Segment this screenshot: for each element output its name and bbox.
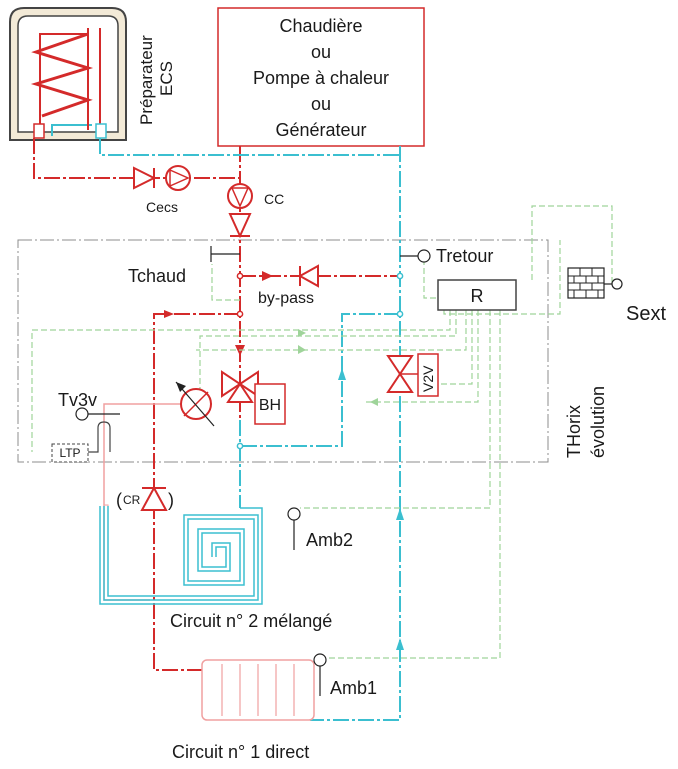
cc-label: CC (264, 191, 284, 207)
tv3v-label: Tv3v (58, 390, 97, 410)
generator-line3: Pompe à chaleur (253, 68, 389, 88)
ltp-thermostat (51, 421, 111, 463)
bh-box (254, 383, 286, 425)
cr-label: CR (123, 493, 141, 507)
tv3v-sensor (75, 407, 120, 421)
flow-arrow-icon (164, 310, 174, 318)
three-way-valve (221, 370, 259, 403)
regulator-box (437, 279, 517, 311)
cecs-label: Cecs (146, 199, 178, 215)
flow-arrow-icon (338, 368, 346, 380)
v2v-valve (386, 353, 439, 397)
generator-line1: Chaudière (279, 16, 362, 36)
tretour-label: Tretour (436, 246, 493, 266)
sext-outdoor-sensor (567, 267, 623, 299)
bh-label: BH (259, 397, 281, 414)
v2v-label: V2V (420, 365, 436, 392)
mixing-motor (175, 381, 215, 427)
junction-icon (236, 272, 244, 280)
bypass-check-valve (297, 264, 319, 288)
circuit1-label: Circuit n° 1 direct (172, 742, 309, 762)
flow-arrow-icon (396, 638, 404, 650)
flow-arrow-icon (396, 508, 404, 520)
tchaud-label: Tchaud (128, 266, 186, 286)
junction-icon (396, 310, 404, 318)
amb1-sensor (313, 653, 327, 696)
tank-label-line1: Préparateur (137, 35, 156, 125)
amb2-sensor (287, 507, 301, 550)
radiator (201, 659, 315, 721)
sext-label: Sext (626, 303, 666, 325)
signal-arrow-icon (298, 329, 306, 337)
regulator-label: R (471, 286, 484, 306)
ltp-label: LTP (59, 446, 80, 460)
generator-line4: ou (311, 94, 331, 114)
amb2-label: Amb2 (306, 530, 353, 550)
junction-icon (396, 272, 404, 280)
floor-heating-coil (99, 506, 263, 605)
generator-line5: Générateur (275, 120, 366, 140)
tchaud-sensor (210, 246, 240, 262)
signal-arrow-icon (298, 345, 306, 354)
amb1-label: Amb1 (330, 678, 377, 698)
tretour-sensor (400, 249, 431, 263)
cold-return-pipes (99, 138, 401, 721)
tank-label-line2: ECS (157, 61, 176, 96)
control-wiring (31, 205, 613, 659)
cecs-pump (133, 165, 191, 191)
cr-paren-open: ( (116, 490, 122, 510)
junction-icon (236, 310, 244, 318)
flow-arrow-icon (262, 271, 273, 281)
thorix-label-line2: évolution (588, 386, 608, 458)
cc-pump (227, 183, 253, 239)
ecs-tank (9, 7, 127, 141)
cr-paren-close: ) (168, 490, 174, 510)
bypass-label: by-pass (258, 290, 314, 307)
circuit2-label: Circuit n° 2 mélangé (170, 611, 332, 631)
generator-box (217, 7, 425, 147)
thorix-boundary (17, 239, 549, 463)
signal-arrow-icon (370, 398, 378, 406)
thorix-label-line1: THorix (564, 405, 584, 458)
generator-line2: ou (311, 42, 331, 62)
cr-check-valve (140, 485, 168, 511)
junction-icon (236, 442, 244, 450)
